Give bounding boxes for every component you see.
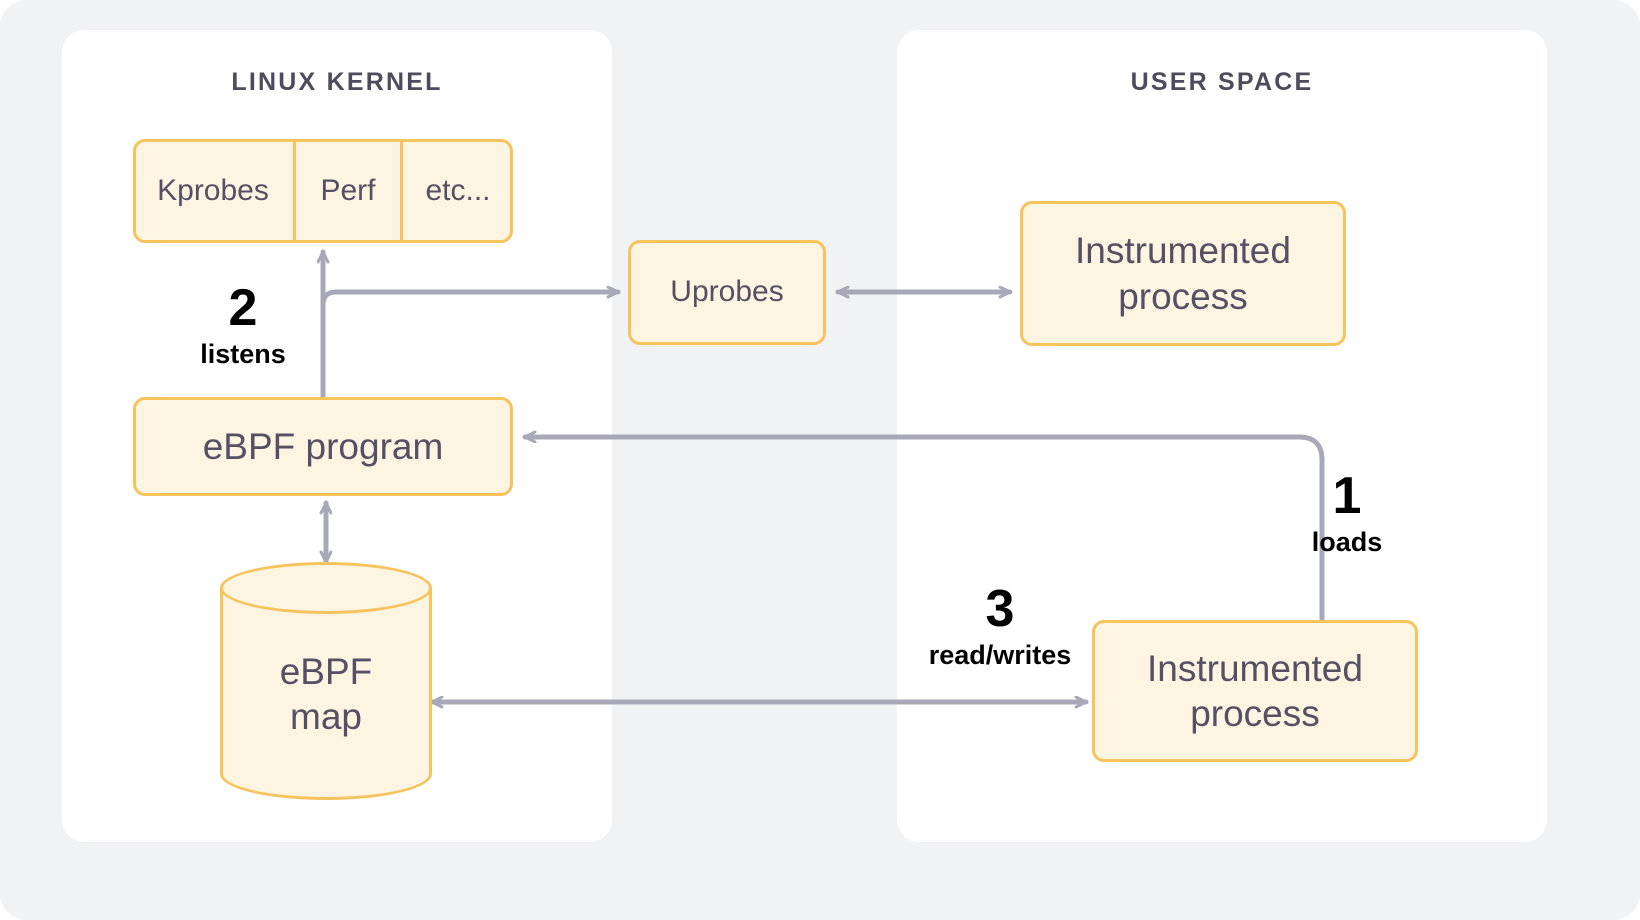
cylinder-body xyxy=(220,588,432,800)
node-ebpf-map[interactable]: eBPF map xyxy=(220,562,432,800)
node-instrumented-process-bottom-line2: process xyxy=(1190,693,1320,734)
step-1-number: 1 xyxy=(1332,467,1362,525)
node-uprobes[interactable]: Uprobes xyxy=(628,240,826,345)
node-perf-label: Perf xyxy=(320,173,376,207)
panel-title-user-space: USER SPACE xyxy=(1130,68,1314,96)
node-ebpf-map-label: eBPF map xyxy=(220,562,432,800)
cylinder-top-ellipse xyxy=(220,562,432,614)
node-uprobes-label: Uprobes xyxy=(670,275,784,309)
node-instrumented-process-top[interactable]: Instrumented process xyxy=(1020,201,1346,346)
step-2-number: 2 xyxy=(228,279,258,337)
node-kprobes[interactable]: Kprobes xyxy=(136,142,293,240)
node-instrumented-process-bottom-line1: Instrumented xyxy=(1147,647,1363,689)
node-ebpf-map-label-line2: map xyxy=(290,696,362,737)
edge-instrumented-process-loads-ebpf-program xyxy=(522,437,1325,623)
node-instrumented-process-top-line1: Instrumented xyxy=(1075,230,1291,272)
node-kprobes-label: Kprobes xyxy=(157,173,269,207)
node-etc-label: etc... xyxy=(425,173,491,207)
node-perf[interactable]: Perf xyxy=(293,142,400,240)
step-3-number: 3 xyxy=(985,580,1015,638)
step-3-label: read/writes xyxy=(928,640,1072,670)
node-ebpf-program-label: eBPF program xyxy=(202,425,444,467)
step-3-read-writes: 3 read/writes xyxy=(910,583,1090,671)
node-ebpf-map-label-line1: eBPF xyxy=(279,650,373,692)
node-kernel-probes-strip[interactable]: Kprobes Perf etc... xyxy=(133,139,513,243)
step-1-label: loads xyxy=(1311,527,1383,557)
node-etc[interactable]: etc... xyxy=(400,142,510,240)
node-instrumented-process-top-line2: process xyxy=(1118,275,1248,317)
panel-title-linux-kernel: LINUX KERNEL xyxy=(231,68,443,96)
edge-ebpf-to-uprobes xyxy=(320,292,621,400)
step-2-listens: 2 listens xyxy=(186,282,300,370)
node-instrumented-process-bottom[interactable]: Instrumented process xyxy=(1092,620,1418,762)
node-ebpf-program[interactable]: eBPF program xyxy=(133,397,513,496)
step-1-loads: 1 loads xyxy=(1288,470,1406,558)
step-2-label: listens xyxy=(200,339,286,369)
